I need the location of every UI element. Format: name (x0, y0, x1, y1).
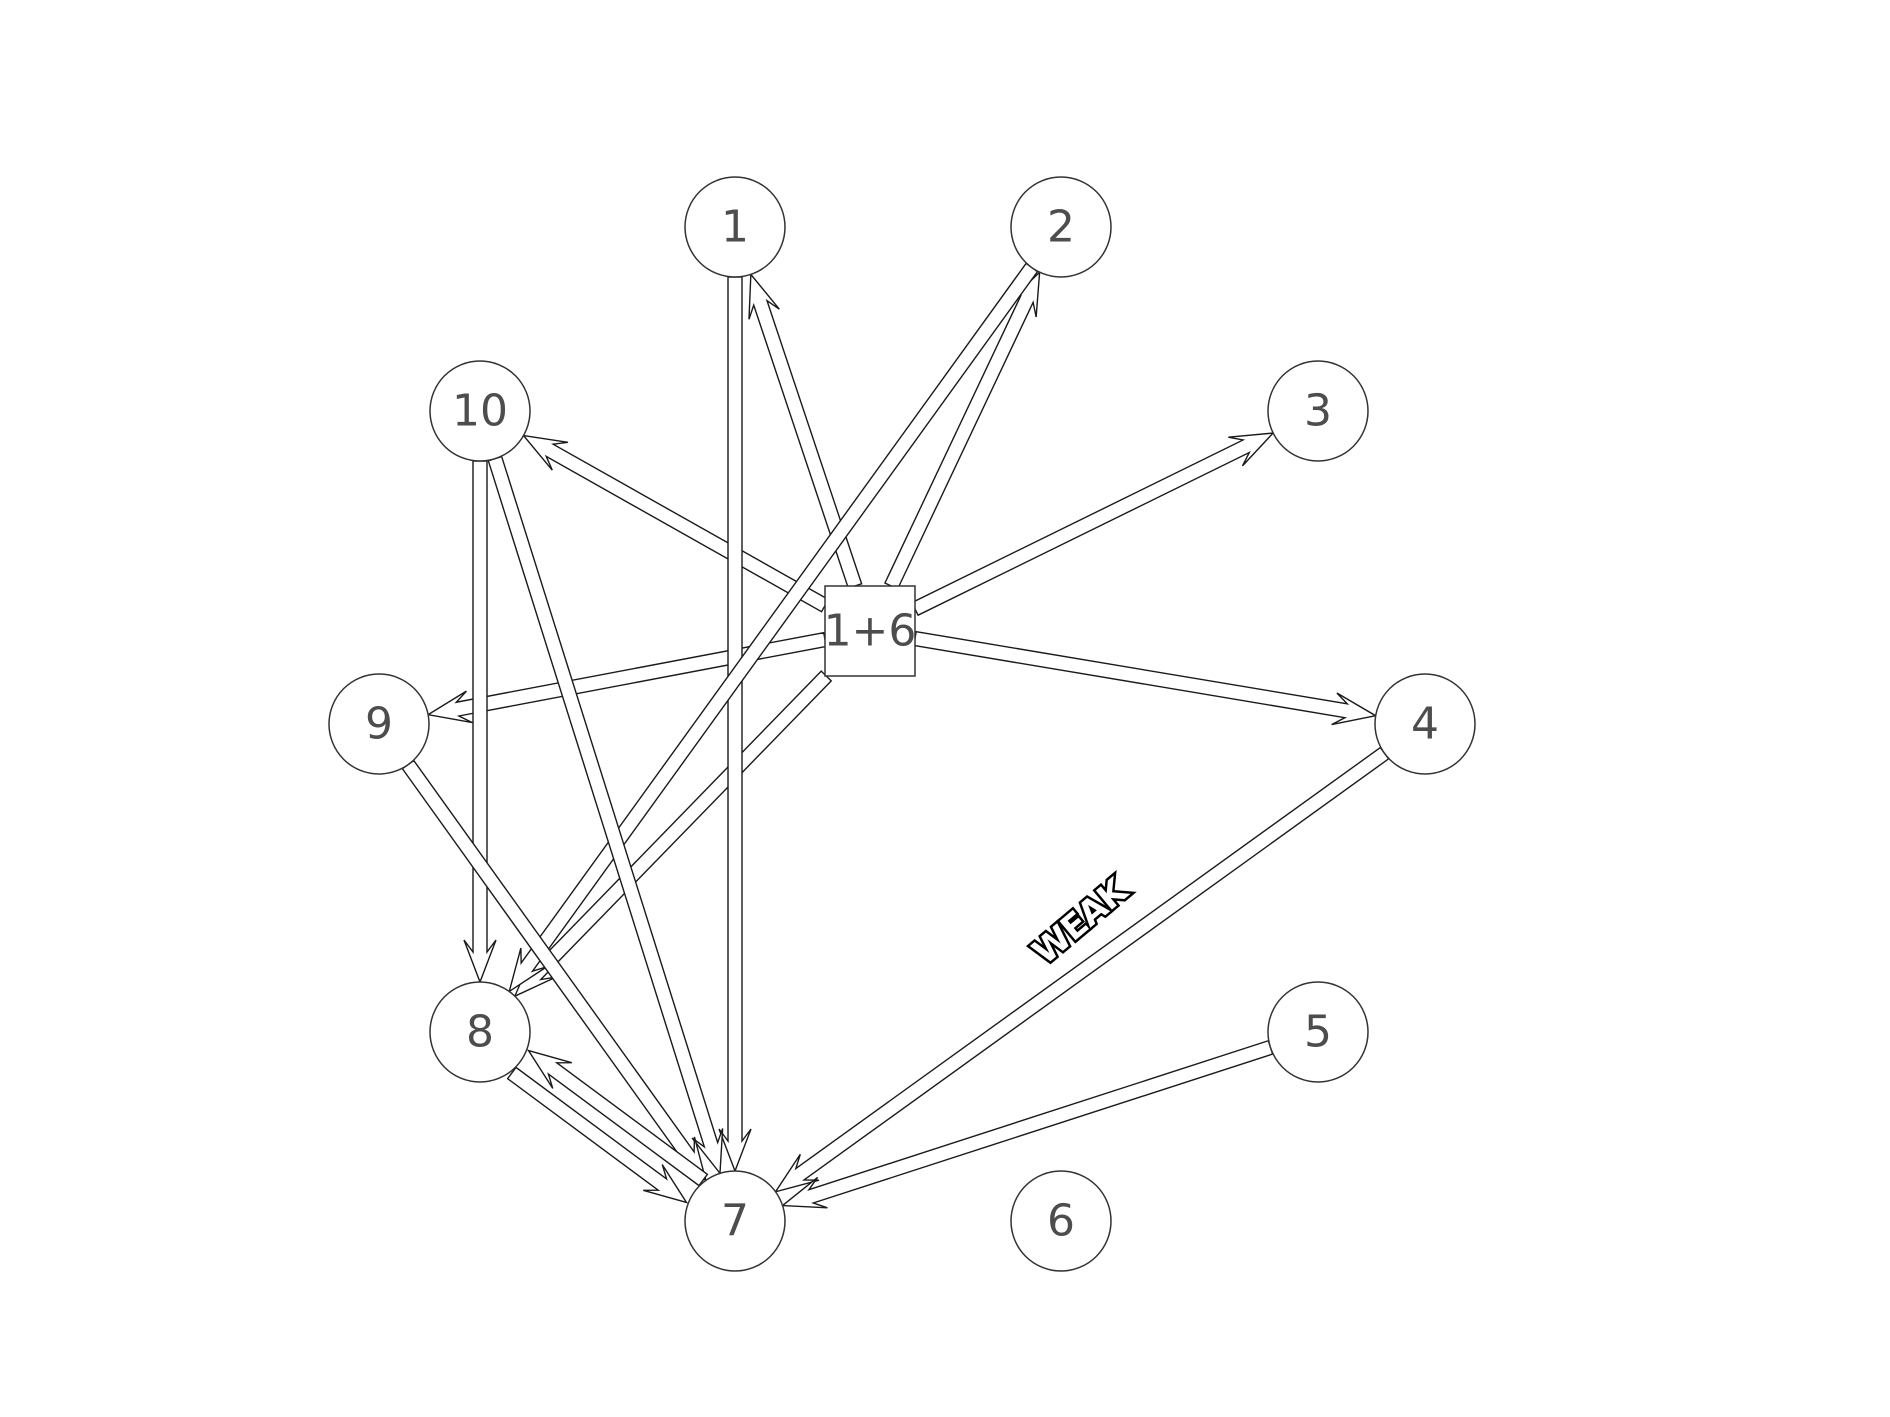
node-label-n10: 10 (452, 386, 508, 437)
node-label-n7: 7 (721, 1196, 749, 1247)
node-label-n3: 3 (1304, 386, 1332, 437)
edge-hub-to-n9 (426, 631, 828, 724)
node-n7: 7 (684, 1170, 786, 1272)
node-n2: 2 (1010, 176, 1112, 278)
node-n4: 4 (1374, 673, 1476, 775)
node-label-n8: 8 (466, 1007, 494, 1058)
node-label-n5: 5 (1304, 1007, 1332, 1058)
node-circle-n7 (684, 1170, 786, 1272)
node-label-n4: 4 (1411, 699, 1439, 750)
edge-n2-to-n8 (508, 262, 1039, 994)
node-n6: 6 (1010, 1170, 1112, 1272)
node-circle-n8 (429, 981, 531, 1083)
edge-n4-to-n7 (773, 746, 1390, 1193)
node-box-hub (824, 585, 916, 677)
node-label-n2: 2 (1047, 202, 1075, 253)
node-circle-n4 (1374, 673, 1476, 775)
node-label-n6: 6 (1047, 1196, 1075, 1247)
node-circle-n1 (684, 176, 786, 278)
node-circle-n9 (328, 673, 430, 775)
weak-stamp: WEAK (1023, 867, 1140, 975)
edge-n5-to-n7 (780, 1039, 1274, 1209)
node-label-n9: 9 (365, 699, 393, 750)
edge-n1-to-n7 (718, 276, 752, 1173)
node-n8: 8 (429, 981, 531, 1083)
node-n3: 3 (1267, 360, 1369, 462)
weak-stamp-text: WEAK (1025, 870, 1137, 973)
node-circle-n10 (429, 360, 531, 462)
node-n1: 1 (684, 176, 786, 278)
node-label-hub: 1+6 (824, 606, 917, 657)
node-hub: 1+6 (824, 585, 917, 677)
node-n10: 10 (429, 360, 531, 462)
node-circle-n2 (1010, 176, 1112, 278)
edge-n10-to-n8 (463, 460, 497, 984)
edge-hub-to-n10 (521, 434, 830, 613)
edge-hub-to-n1 (748, 272, 863, 590)
node-n9: 9 (328, 673, 430, 775)
node-circle-n6 (1010, 1170, 1112, 1272)
edge-hub-to-n3 (910, 432, 1275, 617)
node-circle-n3 (1267, 360, 1369, 462)
node-label-n1: 1 (721, 202, 749, 253)
edges-layer (401, 262, 1390, 1209)
node-circle-n5 (1267, 981, 1369, 1083)
edge-n8-to-n7 (506, 1066, 689, 1204)
edge-n7-to-n8 (526, 1049, 709, 1187)
edge-n10-to-n7 (487, 455, 724, 1176)
node-n5: 5 (1267, 981, 1369, 1083)
edge-hub-to-n4 (913, 630, 1378, 726)
edge-hub-to-n8 (513, 670, 833, 998)
nodes-layer: 1 2 3 4 5 6 7 8 9 10 1+6 (328, 176, 1476, 1272)
